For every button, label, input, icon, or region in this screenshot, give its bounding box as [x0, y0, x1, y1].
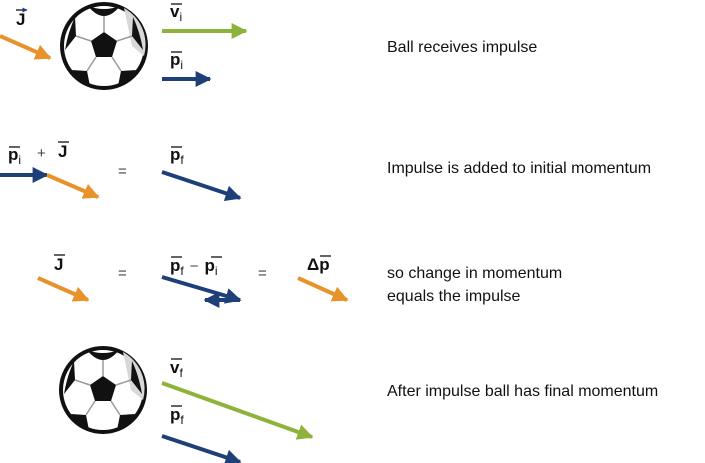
final-momentum-arrow-row4 — [161, 434, 242, 463]
final-momentum-arrow-row3 — [161, 275, 242, 304]
label-J-row2: J — [58, 142, 67, 161]
label-J-row3: J — [54, 255, 63, 274]
caption-change-in-momentum: so change in momentum — [387, 265, 563, 282]
impulse-arrow — [0, 34, 52, 60]
label-vi-row1: vi — [170, 2, 182, 24]
soccer-ball-icon — [60, 2, 148, 90]
equals-sign-row2: = — [118, 163, 127, 180]
caption-impulse-added: Impulse is added to initial momentum — [387, 160, 652, 177]
impulse-arrow-row3 — [37, 276, 90, 302]
label-J-row1: J — [16, 10, 25, 29]
label-vf-row4: vf — [170, 358, 183, 380]
soccer-ball-icon — [59, 346, 147, 434]
equals-sign-row3b: = — [258, 265, 267, 282]
caption-final-momentum: After impulse ball has final momentum — [387, 383, 659, 400]
plus-sign: + — [37, 145, 46, 162]
label-pf-minus-pi: pf−pi — [170, 256, 218, 278]
caption-equals-impulse: equals the impulse — [387, 288, 521, 305]
impulse-arrow-sum — [46, 173, 100, 199]
caption-ball-receives-impulse: Ball receives impulse — [387, 39, 538, 56]
label-delta-p: Δp — [307, 255, 330, 274]
label-pi-row2: pi — [8, 145, 21, 167]
label-pf-row4: pf — [170, 405, 184, 427]
equals-sign-row3a: = — [118, 265, 127, 282]
label-pi-row1: pi — [170, 50, 183, 72]
delta-momentum-arrow — [297, 276, 349, 302]
label-pf-row2: pf — [170, 145, 184, 167]
final-momentum-arrow-row2 — [161, 170, 242, 202]
final-velocity-arrow — [161, 381, 314, 440]
